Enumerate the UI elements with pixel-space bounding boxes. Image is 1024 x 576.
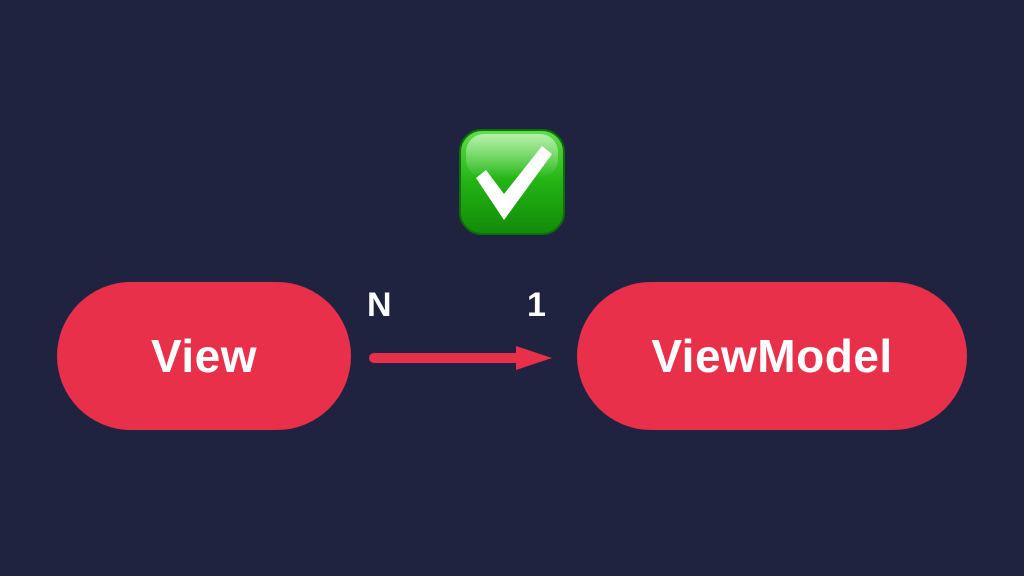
source-cardinality-label: N (367, 286, 392, 324)
arrow-head (516, 346, 552, 370)
viewmodel-node-label: ViewModel (651, 330, 893, 382)
check-mark-icon (459, 129, 565, 235)
view-node: View (57, 282, 351, 430)
view-node-label: View (151, 330, 257, 382)
viewmodel-node: ViewModel (577, 282, 967, 430)
target-cardinality-label: 1 (527, 286, 546, 324)
